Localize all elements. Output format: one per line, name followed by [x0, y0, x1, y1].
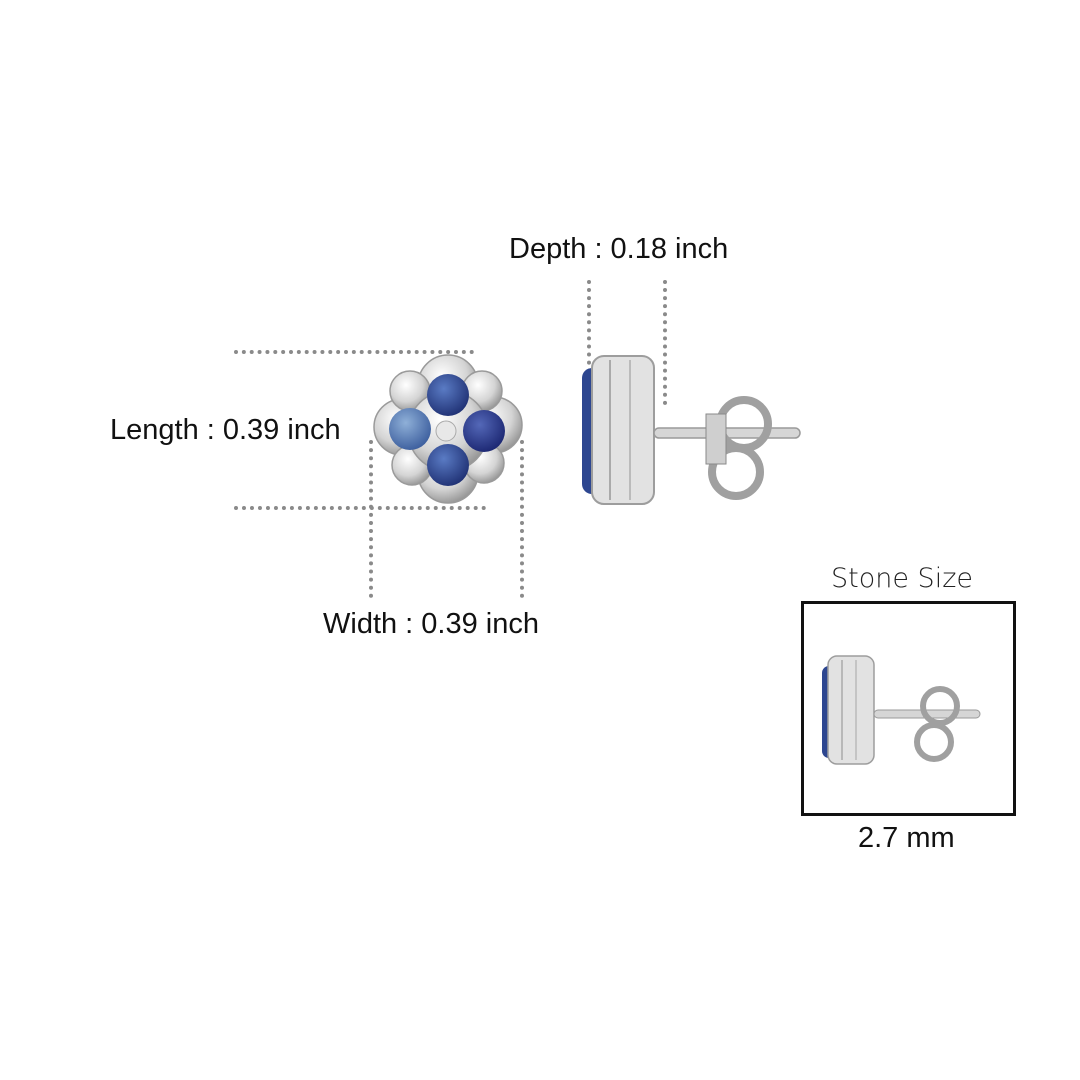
earring-side-image [582, 355, 801, 505]
stone-size-title: Stone Size [831, 563, 973, 594]
width-guide-right [520, 440, 524, 598]
width-label: Width : 0.39 inch [323, 608, 539, 640]
depth-label: Depth : 0.18 inch [509, 233, 729, 265]
length-guide-bottom [234, 506, 486, 510]
depth-guide-left [587, 280, 591, 405]
flower-earring-front-image [373, 354, 523, 504]
stone-size-box [801, 601, 1016, 816]
stone-size-earring-image [822, 655, 981, 765]
stone-size-value: 2.7 mm [858, 822, 955, 854]
length-label: Length : 0.39 inch [110, 414, 341, 446]
length-guide-top [234, 350, 474, 354]
depth-guide-right [663, 280, 667, 405]
width-guide-left [369, 440, 373, 598]
